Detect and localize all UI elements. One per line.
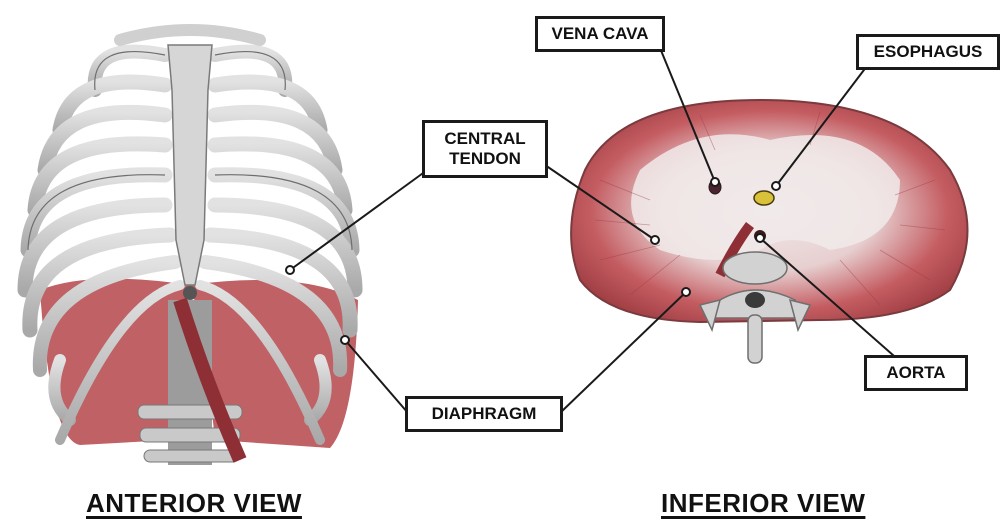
inferior-diaphragm bbox=[571, 100, 967, 363]
central-tendon-label: CENTRAL TENDON bbox=[422, 120, 548, 178]
anterior-view-title: ANTERIOR VIEW bbox=[86, 488, 302, 519]
diaphragm-label: DIAPHRAGM bbox=[405, 396, 563, 432]
xiphoid bbox=[183, 286, 197, 300]
anterior-rib-cage bbox=[25, 30, 358, 465]
sternum bbox=[168, 45, 212, 285]
inferior-view-title: INFERIOR VIEW bbox=[661, 488, 865, 519]
vena-cava-label: VENA CAVA bbox=[535, 16, 665, 52]
aorta-label: AORTA bbox=[864, 355, 968, 391]
esophagus-label: ESOPHAGUS bbox=[856, 34, 1000, 70]
esophagus-opening bbox=[754, 191, 774, 205]
